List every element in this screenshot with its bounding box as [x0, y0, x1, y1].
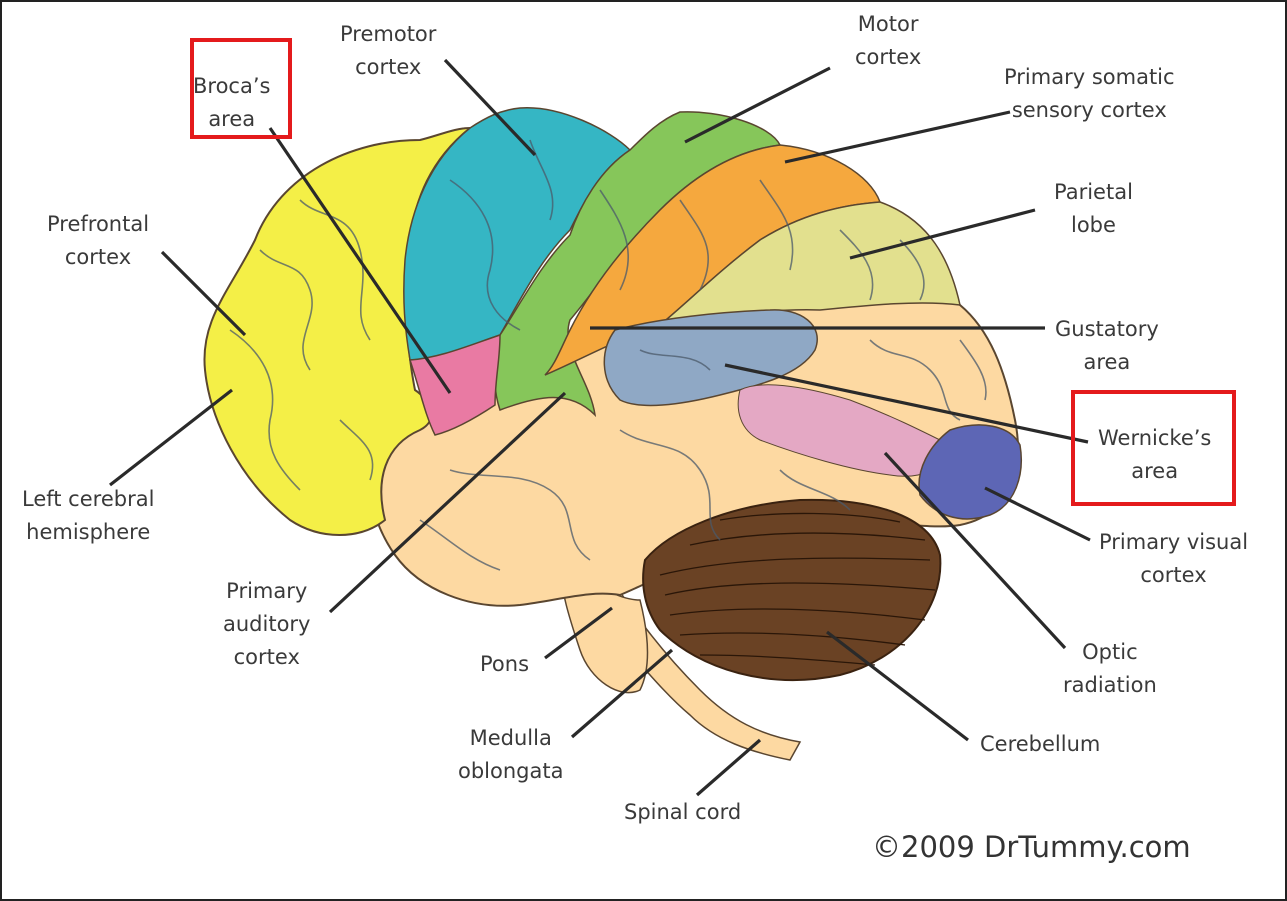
copyright-text: ©2009 DrTummy.com	[872, 830, 1191, 864]
label-pons: Pons	[480, 648, 529, 681]
label-spinal-cord: Spinal cord	[624, 796, 741, 829]
highlight-wernickes-area	[1071, 390, 1236, 506]
highlight-brocas-area	[190, 38, 292, 139]
label-cerebellum: Cerebellum	[980, 728, 1100, 761]
